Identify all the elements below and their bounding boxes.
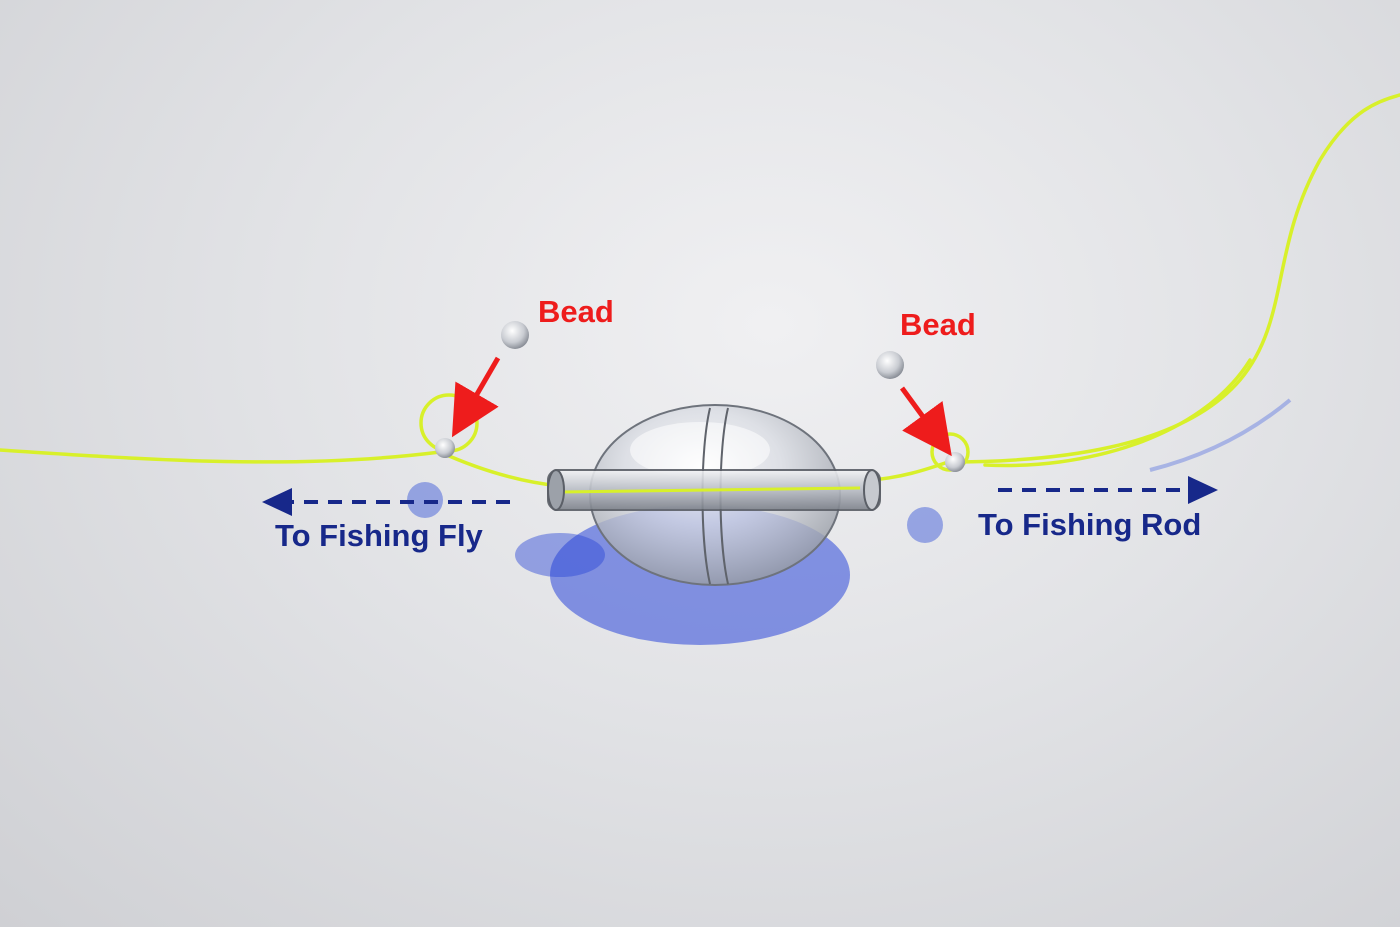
bead-left-arrow (451, 356, 501, 438)
bead-free-left (501, 321, 529, 349)
bead-free-right (876, 351, 904, 379)
to-rod-arrow (998, 476, 1218, 504)
to-fishing-fly-label: To Fishing Fly (275, 518, 483, 553)
bead-left-label: Bead (538, 294, 614, 329)
bead-on-line-right (945, 452, 965, 472)
bubble-float (547, 404, 881, 586)
to-fly-arrow (262, 488, 510, 516)
bead-on-line-left (435, 438, 455, 458)
bead-shadows (407, 398, 1292, 543)
bead-right-arrow (899, 386, 952, 457)
to-fishing-rod-label: To Fishing Rod (978, 507, 1202, 542)
bead-right-label: Bead (900, 307, 976, 342)
